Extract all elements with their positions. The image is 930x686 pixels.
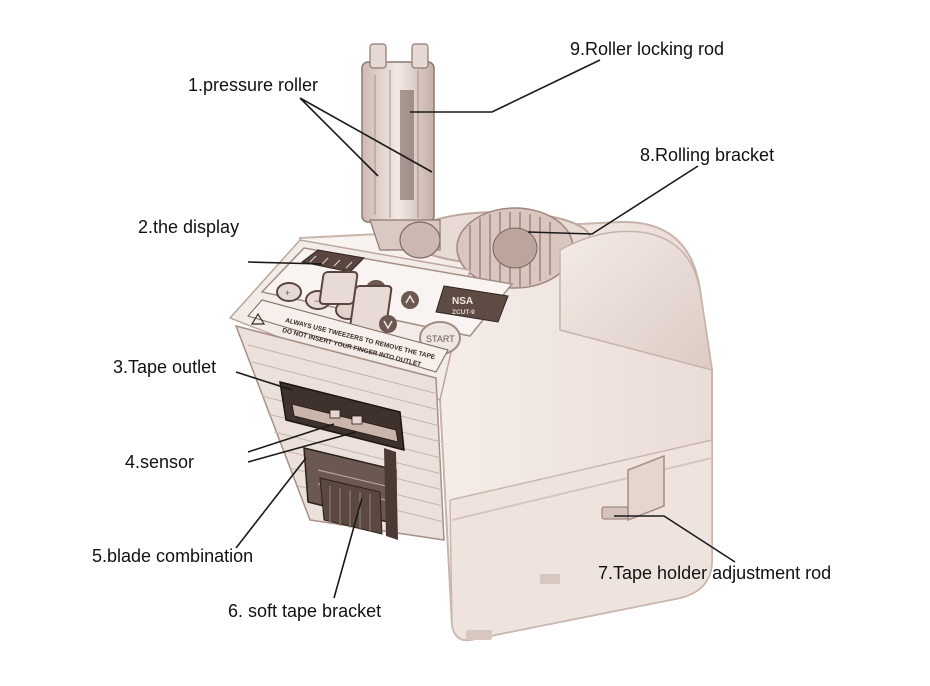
down-arrow-button[interactable] [379, 315, 397, 333]
label-sensor: 4.sensor [125, 452, 194, 472]
rolling-bracket [456, 207, 574, 289]
pressure-roller-assembly [361, 43, 441, 259]
tape-dispenser-machine: + − NSA ZCUT-9 START ALWAYS USE TWEEZ [228, 43, 713, 642]
model-text: ZCUT-9 [452, 309, 475, 316]
plus-button-label: + [285, 288, 290, 298]
brand-plate [435, 285, 509, 323]
sensor-tip [329, 409, 341, 419]
leader-tape-holder-rod [614, 515, 736, 563]
soft-tape-bracket [319, 477, 383, 535]
tape-outlet-assembly [279, 380, 405, 540]
label-blade-combination: 5.blade combination [92, 546, 253, 566]
minus-button-label: − [314, 296, 319, 306]
callout-labels: 1.pressure roller 2.the display 3.Tape o… [92, 39, 831, 621]
label-rolling-bracket: 8.Rolling bracket [640, 145, 774, 165]
leader-roller-locking-rod [410, 59, 601, 113]
label-tape-holder-rod: 7.Tape holder adjustment rod [598, 563, 831, 583]
led-digits [309, 255, 353, 269]
leader-blade-combination [235, 457, 307, 549]
right-cover [559, 230, 713, 372]
leader-rolling-bracket [527, 165, 699, 235]
label-roller-locking-rod: 9.Roller locking rod [570, 39, 724, 59]
label-tape-outlet: 3.Tape outlet [113, 357, 216, 377]
memory-button-frame [318, 271, 359, 305]
leader-pressure-roller [299, 97, 433, 177]
label-soft-tape-bracket: 6. soft tape bracket [228, 601, 381, 621]
label-pressure-roller: 1.pressure roller [188, 75, 318, 95]
leader-display [247, 261, 323, 265]
label-display: 2.the display [138, 217, 239, 237]
start-button-label: START [426, 334, 455, 344]
leader-lines [235, 59, 736, 599]
leader-tape-outlet [235, 371, 293, 391]
led-display [300, 249, 366, 273]
up-arrow-button[interactable] [401, 291, 419, 309]
up-arrow-icon [405, 294, 415, 304]
warning-strip [247, 299, 449, 373]
plus-button[interactable] [276, 282, 302, 302]
foot-left [466, 630, 492, 640]
down-arrow-icon [383, 320, 393, 330]
brand-text: NSA [452, 296, 473, 307]
warning-icon [250, 312, 266, 325]
foot-right [540, 574, 560, 584]
leader-soft-tape-bracket [333, 497, 363, 599]
leader-sensor [247, 423, 357, 463]
